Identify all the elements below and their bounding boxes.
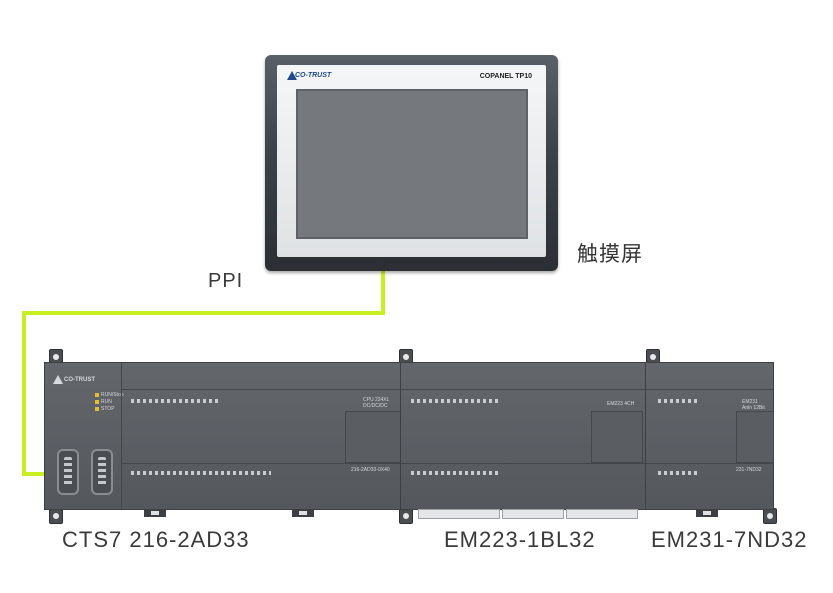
din-clip [696, 509, 718, 517]
led-label: RUN [101, 399, 112, 405]
terminal-connector [418, 509, 500, 519]
input-leds [658, 399, 700, 403]
mount-tab [49, 508, 63, 524]
cpu-brand: CO-TRUST [64, 377, 95, 383]
em223-text: EM223 4CH [607, 401, 635, 407]
hmi-screen [296, 89, 528, 239]
hmi-touch-panel: CO-TRUST COPANEL TP10 [265, 55, 558, 271]
terminal-connector [502, 509, 564, 519]
cpu-module: CO-TRUST RUN/Stop RUN STOP CPU 224XL DC/… [44, 362, 402, 510]
em223-label: EM223-1BL32 [444, 527, 596, 552]
led-label: RUN/Stop [101, 392, 124, 398]
co-trust-logo-icon [287, 71, 297, 80]
mount-tab [763, 508, 777, 524]
cpu-part-no: 216-2AD33-0X40 [351, 467, 390, 473]
hmi-model: COPANEL TP10 [479, 73, 532, 80]
serial-port-icon [91, 449, 113, 495]
din-clip [292, 509, 314, 517]
ppi-label: PPI [208, 270, 244, 292]
input-leds [131, 399, 221, 403]
din-clip [144, 509, 166, 517]
input-leds [411, 399, 501, 403]
output-leds [658, 471, 700, 475]
cpu-text: CPU 224XL DC/DC/DC [363, 397, 390, 409]
module-door [345, 411, 402, 463]
em231-module: EM231 Anln 12Bit 231-7ND32 [645, 362, 774, 510]
module-door [591, 411, 643, 463]
mount-tab [646, 349, 660, 365]
em231-label: EM231-7ND32 [651, 527, 808, 552]
led-label: STOP [101, 406, 115, 412]
co-trust-logo-icon [53, 375, 63, 384]
em231-text: EM231 Anln 12Bit [742, 399, 765, 411]
status-led [95, 400, 99, 404]
ppi-port-icon [57, 449, 79, 495]
hmi-brand: CO-TRUST [295, 72, 332, 79]
status-led [95, 407, 99, 411]
em231-part-no: 231-7ND32 [736, 467, 762, 473]
output-leds [131, 471, 271, 475]
hmi-bezel: CO-TRUST COPANEL TP10 [277, 65, 546, 257]
em223-module: EM223 4CH [400, 362, 646, 510]
status-led [95, 393, 99, 397]
output-leds [411, 471, 501, 475]
mount-tab [399, 508, 413, 524]
cpu-label: CTS7 216-2AD33 [62, 527, 250, 552]
terminal-connector [566, 509, 638, 519]
hmi-label: 触摸屏 [577, 242, 643, 266]
module-door [736, 411, 774, 463]
